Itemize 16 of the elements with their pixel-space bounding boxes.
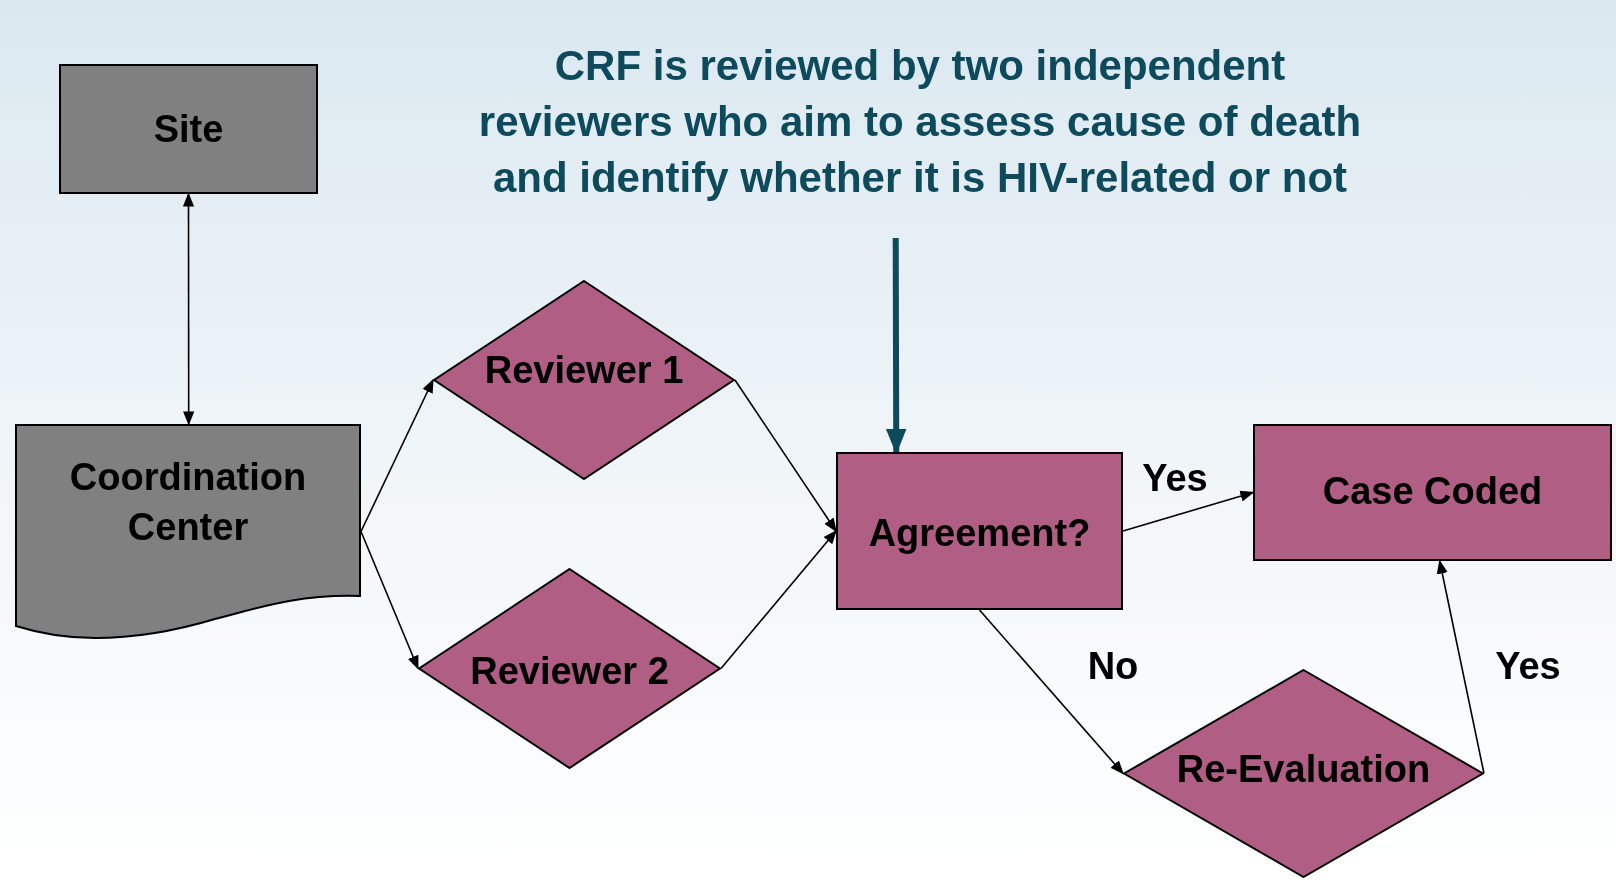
process-box: Agreement? [836, 452, 1123, 610]
arrow [978, 609, 1124, 775]
arrow [182, 192, 195, 426]
note-text: CRF is reviewed by two independent reviewers who aim to assess cause of death and identify whether it is HIV-related or not [470, 6, 1370, 238]
thick-arrow [885, 238, 907, 455]
arrow [1436, 559, 1485, 775]
process-box: Site [59, 64, 318, 194]
arrow [1122, 490, 1255, 532]
edge-label: Yes [1495, 644, 1561, 688]
edge-label: Yes [1142, 456, 1208, 500]
decision-diamond: Reviewer 1 [433, 280, 735, 480]
arrow [734, 379, 837, 533]
arrow [720, 529, 837, 670]
decision-diamond: Reviewer 2 [418, 568, 721, 769]
document-shape: Coordination Center [15, 424, 361, 639]
process-box: Case Coded [1253, 424, 1612, 561]
